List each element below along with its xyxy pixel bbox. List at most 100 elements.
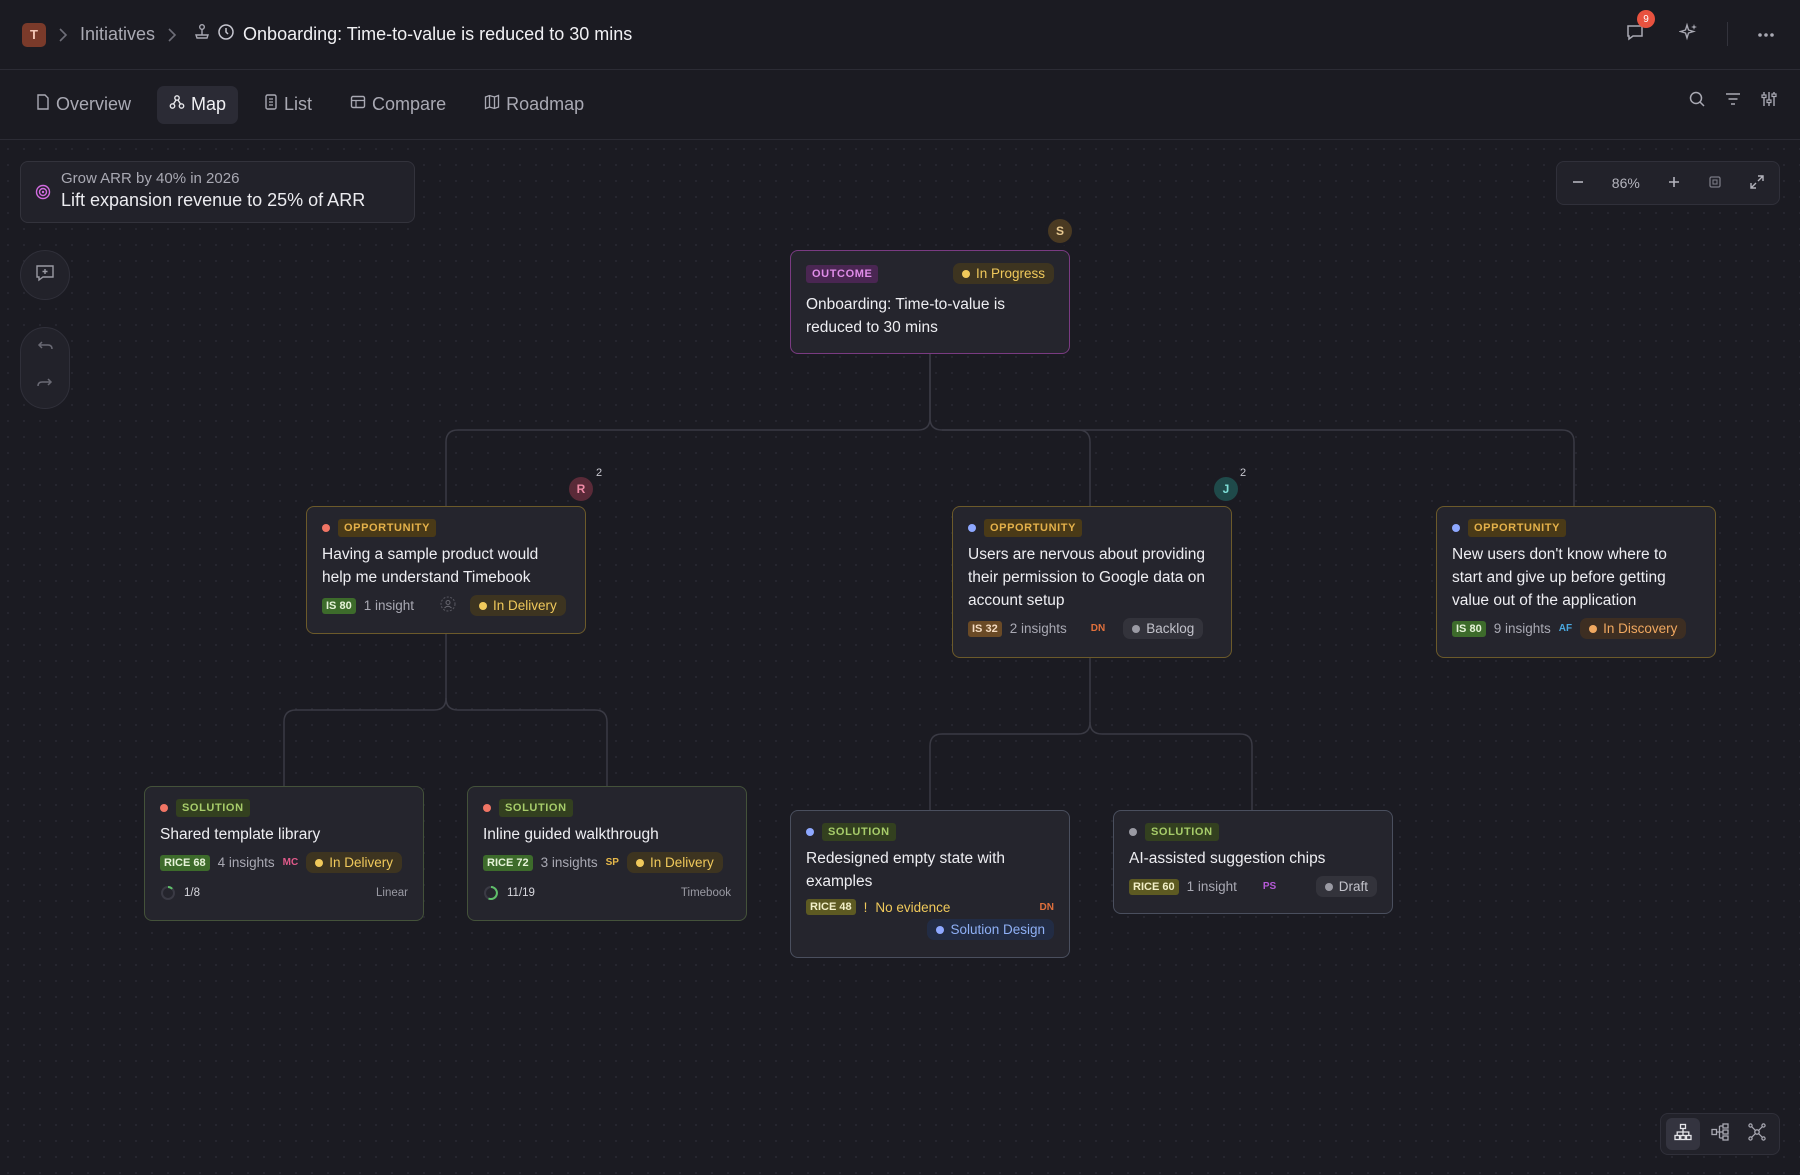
avatar[interactable]: R — [566, 474, 596, 504]
divider — [1727, 22, 1728, 46]
progress-ring-icon — [484, 886, 498, 900]
avatar[interactable]: S — [1045, 216, 1075, 246]
settings-sliders-icon[interactable] — [1760, 90, 1778, 113]
owner-initials[interactable]: AF — [1558, 623, 1573, 634]
tab-label: Roadmap — [506, 94, 585, 114]
unassigned-user-icon[interactable] — [440, 596, 456, 615]
table-icon — [350, 94, 366, 115]
node-title: AI-assisted suggestion chips — [1129, 850, 1326, 867]
status-badge[interactable]: In Delivery — [306, 852, 402, 873]
rice-score: RICE 48 — [806, 899, 856, 915]
goal-title: Lift expansion revenue to 25% of ARR — [61, 190, 366, 210]
insight-count[interactable]: 1 insight — [363, 598, 414, 613]
map-tree-icon — [169, 94, 185, 115]
tab-roadmap[interactable]: Roadmap — [472, 86, 596, 124]
workspace-badge[interactable]: T — [22, 22, 46, 47]
owner-initials[interactable]: DN — [1090, 623, 1106, 634]
zoom-in-button[interactable] — [1667, 175, 1681, 192]
node-type-tag: OPPORTUNITY — [338, 519, 437, 537]
impact-score: IS 32 — [968, 620, 1002, 637]
status-label: In Delivery — [649, 855, 714, 870]
opportunity-node[interactable]: OPPORTUNITY New users don't know where t… — [1436, 506, 1716, 658]
layout-horizontal-button[interactable] — [1703, 1118, 1737, 1150]
solution-node[interactable]: SOLUTION Redesigned empty state with exa… — [790, 810, 1070, 958]
page-title: Onboarding: Time-to-value is reduced to … — [243, 24, 633, 44]
owner-initials[interactable]: SP — [605, 857, 619, 868]
progress-ring-icon — [161, 886, 175, 900]
fullscreen-icon[interactable] — [1749, 174, 1765, 193]
integration-source[interactable]: Timebook — [680, 887, 731, 899]
status-label: In Discovery — [1603, 621, 1678, 636]
redo-icon[interactable] — [36, 377, 54, 396]
layout-radial-button[interactable] — [1740, 1118, 1774, 1150]
zoom-out-button[interactable] — [1571, 175, 1585, 192]
breadcrumb-initiatives[interactable]: Initiatives — [80, 24, 156, 44]
node-title: Redesigned empty state with examples — [806, 850, 1006, 890]
status-badge[interactable]: In Discovery — [1580, 618, 1687, 639]
priority-dot — [806, 828, 814, 836]
opportunity-node[interactable]: OPPORTUNITY Users are nervous about prov… — [952, 506, 1232, 658]
comments-button[interactable]: 9 — [1619, 10, 1655, 50]
insight-count[interactable]: 3 insights — [540, 855, 598, 870]
tab-compare[interactable]: Compare — [338, 86, 458, 124]
status-dot — [1132, 624, 1141, 633]
opportunity-node[interactable]: OPPORTUNITY Having a sample product woul… — [306, 506, 586, 634]
progress-label: 1/8 — [184, 887, 200, 899]
solution-node[interactable]: SOLUTION AI-assisted suggestion chips RI… — [1113, 810, 1393, 914]
status-label: Solution Design — [950, 922, 1045, 937]
search-icon[interactable] — [1688, 90, 1706, 113]
sparkle-icon — [1678, 22, 1699, 47]
comment-plus-icon — [35, 263, 55, 288]
tab-overview[interactable]: Overview — [24, 86, 143, 124]
status-badge[interactable]: Draft — [1315, 876, 1377, 897]
priority-dot — [160, 804, 168, 812]
outcome-node[interactable]: OUTCOME In Progress Onboarding: Time-to-… — [790, 250, 1070, 354]
solution-node[interactable]: SOLUTION Shared template library RICE 68… — [144, 786, 424, 921]
zoom-controls: 86% — [1556, 161, 1780, 205]
insight-count[interactable]: 1 insight — [1186, 879, 1237, 894]
tab-list[interactable]: List — [252, 86, 324, 124]
layout-tree-button[interactable] — [1666, 1118, 1701, 1150]
add-comment-button[interactable] — [20, 250, 70, 300]
solution-node[interactable]: SOLUTION Inline guided walkthrough RICE … — [467, 786, 747, 921]
insight-count[interactable]: 4 insights — [217, 855, 275, 870]
evidence-label[interactable]: No evidence — [875, 899, 951, 915]
status-badge[interactable]: In Delivery — [626, 852, 723, 873]
more-options-button[interactable] — [1750, 18, 1782, 50]
list-icon — [264, 94, 278, 115]
filter-icon[interactable] — [1724, 90, 1742, 113]
owner-initials[interactable]: PS — [1262, 881, 1277, 892]
status-badge[interactable]: Backlog — [1123, 618, 1204, 639]
insight-count[interactable]: 9 insights — [1493, 621, 1551, 636]
node-title: Users are nervous about providing their … — [968, 546, 1205, 609]
status-dot — [478, 601, 487, 610]
tab-map[interactable]: Map — [157, 85, 239, 124]
progress-label: 11/19 — [507, 887, 535, 899]
zoom-level: 86% — [1611, 175, 1640, 191]
owner-initials[interactable]: MC — [282, 857, 299, 868]
undo-icon[interactable] — [36, 340, 54, 359]
rice-score: RICE 72 — [483, 854, 533, 871]
fit-to-screen-icon[interactable] — [1708, 175, 1722, 192]
radial-layout-icon — [1747, 1122, 1766, 1146]
status-badge[interactable]: In Progress — [952, 263, 1054, 284]
tab-label: Map — [191, 94, 227, 114]
status-badge[interactable]: In Delivery — [469, 595, 566, 616]
node-type-tag: SOLUTION — [499, 799, 573, 817]
insight-count[interactable]: 2 insights — [1009, 621, 1067, 636]
rice-score: RICE 60 — [1129, 878, 1179, 895]
target-icon — [35, 184, 51, 200]
joystick-icon — [193, 23, 211, 46]
layout-switcher — [1660, 1113, 1780, 1155]
avatar-count: 2 — [596, 467, 603, 479]
status-dot — [635, 858, 644, 867]
ai-sparkle-button[interactable] — [1673, 18, 1705, 50]
owner-initials[interactable]: DN — [1039, 901, 1054, 913]
avatar[interactable]: J — [1211, 474, 1241, 504]
node-title: New users don't know where to start and … — [1452, 546, 1667, 609]
goal-card[interactable]: Grow ARR by 40% in 2026 Lift expansion r… — [20, 161, 415, 223]
document-icon — [36, 94, 50, 115]
status-badge[interactable]: Solution Design — [927, 919, 1054, 940]
status-label: Backlog — [1146, 621, 1195, 636]
integration-source[interactable]: Linear — [376, 887, 408, 899]
